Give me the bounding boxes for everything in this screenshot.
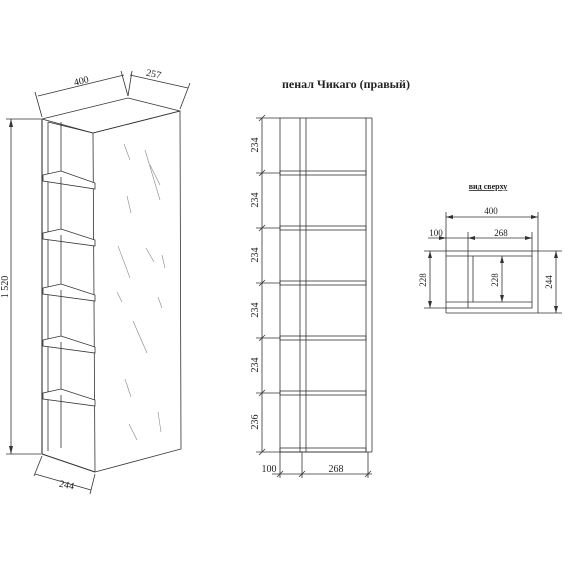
front-width-dimensions: 100 268: [262, 452, 372, 478]
shelves: [42, 122, 96, 448]
top-view: вид сверху 400 100 268: [418, 182, 562, 314]
top-inner-width-label: 268: [494, 228, 508, 238]
front-left-width: 100: [262, 464, 277, 475]
top-right-depth-dim: 244: [538, 250, 562, 314]
shelf-4: [42, 335, 96, 354]
top-view-outline: [445, 250, 533, 309]
top-right-depth-label: 244: [544, 275, 554, 289]
front-height-dimensions: 234 234 234 234 234 236: [250, 114, 280, 456]
top-left-width-label: 100: [429, 228, 443, 238]
front-shelves: [279, 170, 367, 453]
shelf-5: [42, 388, 96, 407]
shelf-2: [42, 228, 96, 247]
top-width-label: 400: [484, 206, 498, 216]
top-left-depth-label: 228: [418, 273, 428, 287]
cabinet-front-outline: [41, 119, 96, 473]
dim-iso-bottom-depth: 244: [33, 455, 96, 495]
cabinet-top-face: [40, 97, 181, 134]
cabinet-side-panel: [92, 110, 182, 473]
iso-depth-label: 257: [145, 68, 162, 82]
front-shelf-height-3: 234: [250, 248, 261, 263]
top-inner-width-dim: 100 268: [428, 228, 533, 251]
front-shelf-height-2: 234: [250, 193, 261, 208]
front-shelf-height-5: 234: [250, 358, 261, 373]
front-shelf-height-1: 234: [250, 138, 261, 153]
dim-iso-height: 1 520: [0, 118, 41, 455]
shelf-1: [42, 170, 96, 190]
front-shelf-height-4: 234: [250, 303, 261, 318]
top-left-depth-dim: 228: [418, 250, 446, 309]
dim-iso-width: 400: [34, 70, 129, 118]
top-inner-depth-label: 228: [490, 273, 500, 287]
mirror-reflections: [116, 143, 166, 441]
iso-width-label: 400: [73, 74, 90, 88]
front-view: 234 234 234 234 234 236 100 268: [250, 114, 373, 478]
front-right-width: 268: [329, 464, 344, 475]
top-width-dim: 400: [445, 206, 539, 251]
top-view-label: вид сверху: [469, 182, 508, 191]
shelf-3: [42, 283, 96, 302]
iso-height-label: 1 520: [0, 276, 11, 299]
isometric-view: 400 257 1 520 244: [0, 68, 191, 495]
dim-iso-depth: 257: [127, 68, 191, 110]
iso-bottom-depth-label: 244: [58, 479, 75, 493]
drawing-title: пенал Чикаго (правый): [282, 77, 410, 91]
front-shelf-height-6: 236: [250, 415, 261, 430]
top-inner-depth-dim: 228: [490, 256, 504, 302]
